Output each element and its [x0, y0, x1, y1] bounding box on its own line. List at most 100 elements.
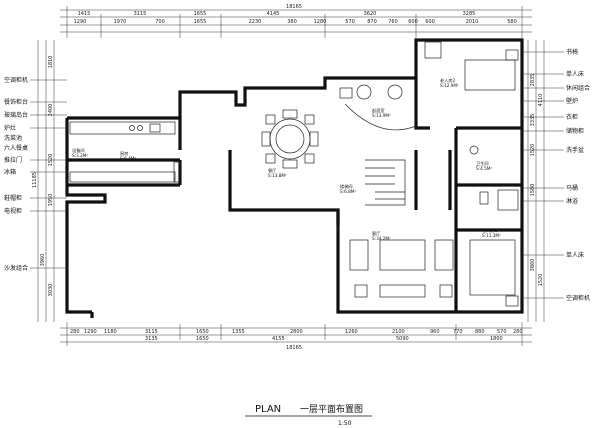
room-name: 老人房1 — [482, 227, 498, 234]
top-total-dimension: 18165 — [286, 4, 302, 10]
top-segment: 1415 — [78, 11, 91, 17]
room-name: 楼梯间 — [340, 183, 353, 190]
title-block: PLAN 一层平面布置图 1:50 — [245, 403, 372, 427]
bedroom-furniture — [424, 41, 519, 307]
right-annotation: 衣柜 — [566, 113, 578, 121]
top-detail: 870 — [367, 19, 377, 25]
right-annotation: 单人床 — [566, 70, 584, 78]
bottom-mid: 5090 — [396, 336, 409, 342]
room-area: S:4.5M² — [476, 166, 492, 171]
top-detail: 700 — [155, 19, 165, 25]
right-annotation: 淋浴 — [566, 197, 578, 205]
bottom-detail: 2800 — [290, 329, 303, 335]
kitchen-counter — [69, 121, 181, 183]
bottom-detail: 960 — [430, 329, 440, 335]
top-detail: 600 — [408, 19, 418, 25]
bathroom-fixtures — [469, 145, 519, 211]
room-area: S:3.2M² — [72, 153, 88, 158]
right-segment: 2835 — [530, 74, 536, 87]
left-total-dimension: 11185 — [32, 172, 38, 188]
exterior-walls — [65, 38, 524, 318]
staircase — [365, 159, 406, 206]
room-area: S:11.3M² — [482, 233, 501, 238]
room-area: S:13.8M² — [268, 173, 287, 178]
room-name: 设备间 — [72, 147, 85, 154]
left-annotation: 餐饰柜台 — [4, 98, 28, 106]
bottom-detail: 880 — [475, 329, 485, 335]
right-annotation: 壁炉 — [566, 97, 578, 105]
bottom-detail: 1180 — [104, 329, 117, 335]
top-detail: 570 — [345, 19, 355, 25]
left-lower-dimension: 3030 — [48, 284, 54, 297]
bottom-mid: 3135 — [145, 336, 158, 342]
room-area: S:13.9M² — [372, 113, 391, 118]
room-area: S:6.4M² — [120, 156, 136, 161]
top-detail: 1655 — [194, 19, 207, 25]
right-annotation: 洗手盆 — [566, 146, 584, 154]
room-area: S:34.2M² — [372, 236, 391, 241]
room-area: S:6.8M² — [340, 189, 356, 194]
bottom-mid: 4155 — [272, 336, 285, 342]
bottom-detail: 1650 — [196, 329, 209, 335]
room-area: S:12.9M² — [440, 83, 459, 88]
title-scale: 1:50 — [338, 420, 352, 427]
top-detail: 2230 — [249, 19, 262, 25]
right-segment: 1520 — [538, 274, 544, 287]
top-segment: 4145 — [267, 11, 280, 17]
right-segment: 4110 — [538, 94, 544, 107]
bottom-detail: 3115 — [145, 329, 158, 335]
bottom-detail: 1355 — [232, 329, 245, 335]
left-annotation: 推拉门 — [4, 156, 22, 164]
left-segment: 2400 — [48, 104, 54, 117]
left-annotation: 电视柜 — [4, 207, 22, 215]
bottom-mid: 1800 — [490, 336, 503, 342]
left-annotation: 沙发组合 — [4, 264, 28, 272]
room-name: 客厅 — [372, 230, 380, 237]
top-detail: 380 — [287, 19, 297, 25]
right-annotation: 马桶 — [566, 184, 578, 192]
title-english: PLAN — [255, 404, 281, 415]
room-name: 厨房 — [120, 150, 128, 157]
left-segment: 1810 — [48, 56, 54, 69]
right-dimension-lines: 2835 3335 1520 1580 3860 4110 1520 — [527, 40, 545, 322]
bottom-detail: 1260 — [345, 329, 358, 335]
left-lower-dimension: 3960 — [40, 254, 46, 267]
top-segment: 3620 — [364, 11, 377, 17]
right-segment: 1580 — [530, 184, 536, 197]
right-annotations: 书椅 单人床 休闲组合 壁炉 衣柜 储物柜 洗手盆 马桶 淋浴 单人床 空调柜机 — [522, 48, 590, 302]
living-room-furniture — [349, 239, 454, 298]
bottom-dimension-lines: 280 1290 1180 3115 1650 1355 2800 1260 2… — [60, 322, 532, 351]
room-name: 餐厅 — [268, 167, 276, 174]
bottom-detail: 280 — [513, 329, 523, 335]
right-segment: 3860 — [530, 259, 536, 272]
top-dimension-lines: 18165 1415 3115 1655 4145 3620 3285 1290… — [60, 4, 532, 38]
dining-table — [261, 109, 319, 169]
top-segment: 3115 — [134, 11, 147, 17]
right-annotation: 空调柜机 — [566, 294, 590, 302]
top-detail: 2010 — [466, 19, 479, 25]
left-annotation: 空调柜机 — [4, 76, 28, 84]
left-annotation: 炉灶 — [4, 124, 16, 132]
top-detail: 580 — [507, 19, 517, 25]
title-chinese: 一层平面布置图 — [300, 403, 363, 415]
top-detail: 760 — [388, 19, 398, 25]
top-segment: 3285 — [463, 11, 476, 17]
left-annotation: 冰箱 — [4, 168, 16, 176]
bottom-detail: 770 — [453, 329, 463, 335]
room-name: 老人房2 — [440, 77, 456, 84]
top-detail: 1290 — [74, 19, 87, 25]
left-annotation: 鞋帽柜 — [4, 194, 22, 202]
bottom-mid: 1650 — [196, 336, 209, 342]
right-annotation: 单人床 — [566, 251, 584, 259]
room-labels: 老人房2 S:12.9M² 起居室 S:13.9M² 厨房 S:6.4M² 餐厅… — [72, 77, 501, 241]
top-segment: 1655 — [194, 11, 207, 17]
left-annotation: 洗菜池 — [4, 134, 22, 142]
bottom-detail: 280 — [70, 329, 80, 335]
top-detail: 1280 — [314, 19, 327, 25]
bottom-total-dimension: 18165 — [286, 345, 302, 351]
living-lounge-set — [339, 84, 417, 131]
top-detail: 600 — [425, 19, 435, 25]
left-annotation: 六人餐桌 — [4, 144, 28, 152]
right-annotation: 书椅 — [566, 48, 578, 56]
